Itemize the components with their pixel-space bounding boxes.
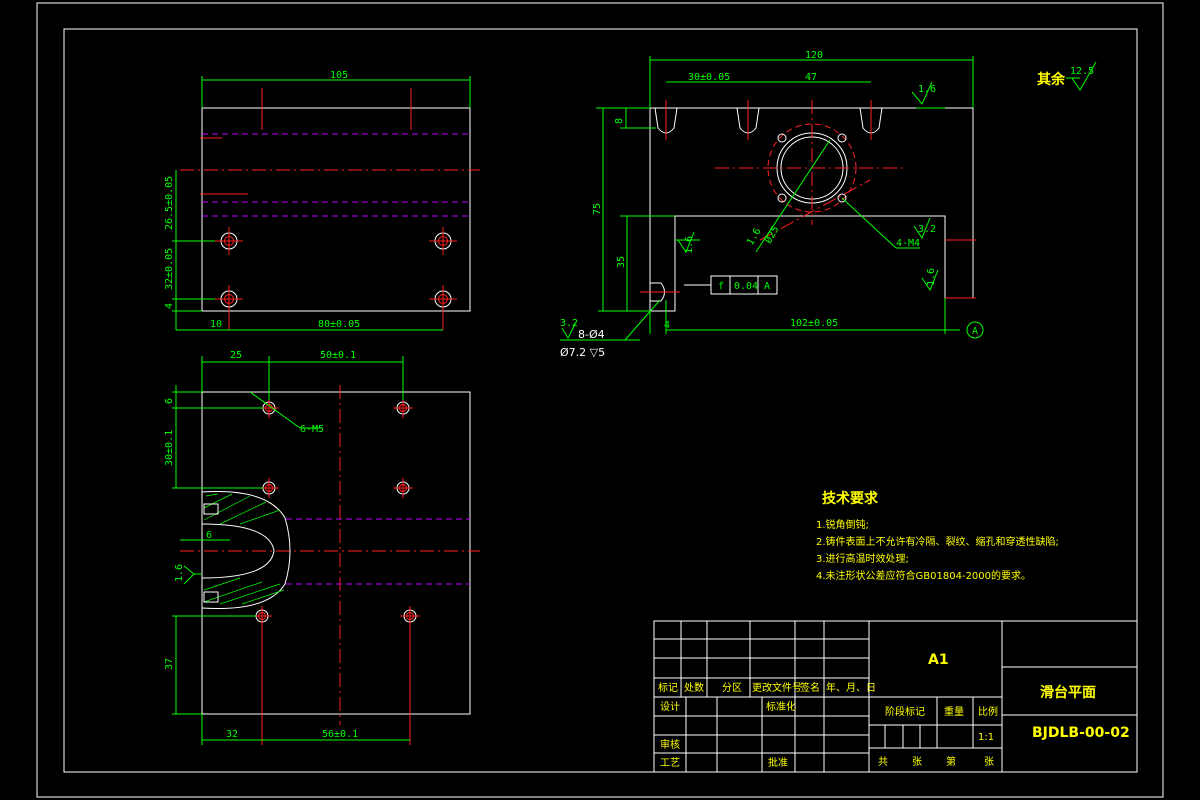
top-holes (215, 227, 457, 330)
dim-top-width: 105 (330, 70, 348, 81)
dim-front-102: 102±0.05 (790, 318, 838, 329)
front-view: 120 30±0.05 47 1.6 8 75 35 1.6 1.6 Ø25 4… (560, 50, 984, 359)
rough-right-b: 1.6 (926, 268, 937, 286)
tb-r-review: 审核 (660, 738, 680, 751)
rest-roughness-value: 12.5 (1070, 66, 1094, 77)
tb-h-date: 年、月、日 (826, 681, 876, 694)
hole-spec-2: Ø7.2 ▽5 (560, 346, 605, 359)
tb-sheet: 张 (912, 756, 922, 768)
tb-no: 第 (946, 755, 956, 768)
tb-r-design: 设计 (660, 700, 680, 713)
dim-side-37: 37 (164, 658, 175, 670)
dim-side-56: 56±0.1 (322, 729, 358, 740)
dim-top-left-4: 4 (164, 303, 175, 309)
rough-side-left: 1.6 (174, 564, 185, 582)
hole-spec-1: 8-Ø4 (578, 328, 605, 341)
tb-sheet2: 张 (984, 756, 994, 768)
rough-front-top: 1.6 (918, 84, 936, 95)
dim-side-50: 50±0.1 (320, 350, 356, 361)
side-holes (252, 398, 420, 745)
dim-top-bottom-80: 80±0.05 (318, 319, 360, 330)
part-name: 滑台平面 (1040, 684, 1096, 701)
tb-h-sign: 签名 (800, 681, 820, 694)
dim-front-47: 47 (805, 72, 817, 83)
tb-r-process: 工艺 (660, 757, 680, 769)
tol-value: 0.04 (734, 281, 758, 292)
datum-label: A (972, 326, 978, 337)
tb-weight: 重量 (944, 705, 964, 718)
rest-roughness: 其余 12.5 (1037, 61, 1097, 91)
rough-right-a: 3.2 (918, 224, 936, 235)
tech-item-3: 3.进行高温时效处理; (816, 552, 909, 565)
dim-top-bottom-10: 10 (210, 319, 222, 330)
tol-symbol: f (718, 281, 724, 292)
tb-h-zone: 分区 (722, 682, 742, 694)
tech-item-4: 4.未注形状公差应符合GB01804-2000的要求。 (816, 569, 1031, 582)
rough-front-bottom: 3.2 (560, 318, 578, 329)
side-view: 25 50±0.1 6 30±0.1 6-M5 6 1.6 37 32 56±0… (164, 350, 480, 745)
tech-item-2: 2.铸件表面上不允许有冷隔、裂纹、缩孔和穿透性缺陷; (816, 535, 1059, 548)
dim-side-6: 6 (164, 398, 175, 404)
tol-ref: A (764, 281, 770, 292)
rest-roughness-label: 其余 (1037, 71, 1066, 88)
drawing-number: BJDLB-00-02 (1032, 725, 1130, 741)
tb-scale: 1:1 (978, 732, 994, 743)
dim-front-75: 75 (592, 203, 603, 215)
dim-side-32: 32 (226, 729, 238, 740)
tb-h-mark: 标记 (658, 682, 678, 694)
outer-frame (36, 2, 1164, 798)
tech-item-1: 1.锐角倒钝; (816, 518, 869, 531)
dim-front-35: 35 (616, 256, 627, 268)
dim-front-8: 8 (614, 118, 625, 124)
tb-h-count: 处数 (684, 681, 704, 694)
dim-front-30: 30±0.05 (688, 72, 730, 83)
dim-front-4: 4 (664, 320, 670, 331)
section-hatch (203, 493, 285, 605)
tb-stage: 阶段标记 (885, 705, 925, 718)
dia-label-25: Ø25 (762, 224, 781, 246)
tech-title: 技术要求 (822, 490, 879, 507)
m4-label: 4-M4 (896, 238, 920, 249)
title-block: A1 滑台平面 BJDLB-00-02 标记 处数 分区 更改文件号 签名 年、… (653, 620, 1138, 773)
dim-side-30: 30±0.1 (164, 430, 175, 466)
top-view: 105 26.5±0.05 32±0.05 4 10 80±0.05 (164, 70, 480, 331)
tech-requirements: 技术要求 1.锐角倒钝; 2.铸件表面上不允许有冷隔、裂纹、缩孔和穿透性缺陷; … (816, 490, 1059, 582)
dim-top-left-lower: 32±0.05 (164, 248, 175, 290)
material-label: A1 (928, 652, 949, 668)
tb-h-doc: 更改文件号 (752, 681, 802, 694)
tb-r-approve: 批准 (768, 756, 788, 769)
tb-ratio: 比例 (978, 705, 998, 718)
tb-total: 共 (878, 756, 888, 768)
dim-front-120: 120 (805, 50, 823, 61)
rough-front-mid: 1.6 (684, 236, 695, 254)
tb-r-std: 标准化 (766, 700, 796, 713)
dim-top-left-upper: 26.5±0.05 (164, 176, 175, 230)
dim-side-6b: 6 (206, 530, 212, 541)
inner-frame (63, 28, 1138, 773)
dim-side-25: 25 (230, 350, 242, 361)
m5-label: 6-M5 (300, 424, 324, 435)
